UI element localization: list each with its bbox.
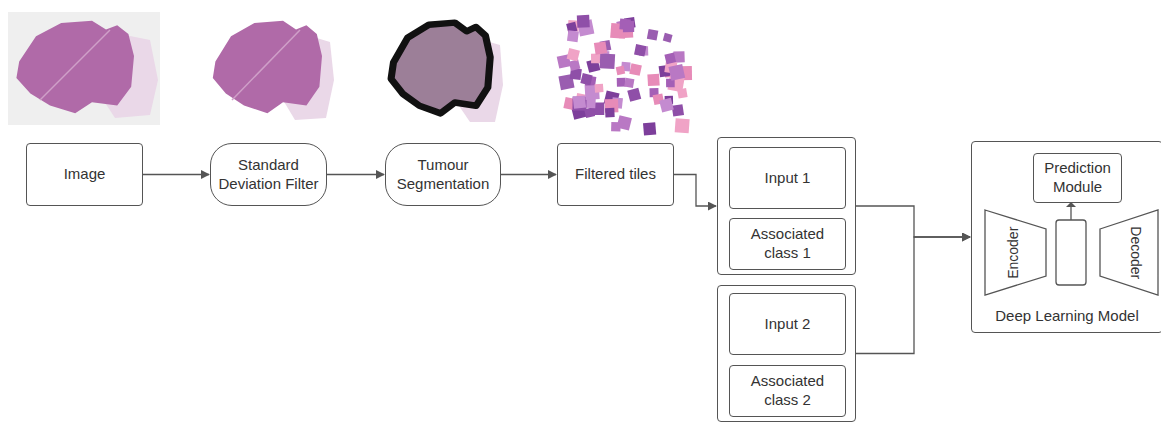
image-tile <box>580 73 592 85</box>
latent-arrow-line <box>1070 206 1071 220</box>
image-tile <box>675 118 690 133</box>
input-group: Input 2 Associated class 2 <box>717 285 856 422</box>
image-tile <box>659 98 674 113</box>
node-label: Associated class 2 <box>730 372 845 410</box>
node-label: Tumour Segmentation <box>386 156 500 194</box>
image-tile <box>616 66 626 76</box>
image-tile <box>677 88 688 99</box>
image-tile <box>595 84 604 93</box>
model-box: Deep Learning Model Prediction ModuleEnco… <box>971 141 1161 333</box>
image-tile <box>629 63 642 76</box>
image-tile <box>663 33 673 43</box>
class-box: Associated class 2 <box>729 365 846 417</box>
input-box: Input 2 <box>729 293 846 355</box>
image-tile <box>599 53 615 69</box>
connector-arrow <box>674 175 716 207</box>
input-box: Input 1 <box>729 147 846 209</box>
image-tile <box>624 78 634 88</box>
node-label: Input 2 <box>759 315 817 334</box>
input-group: Input 1 Associated class 1 <box>717 137 856 275</box>
rotated-label: Decoder <box>1126 226 1144 279</box>
node-label: Deep Learning Model <box>972 307 1161 326</box>
trapezoid-shape <box>1100 210 1158 295</box>
image-tile <box>668 64 685 81</box>
connector-arrow <box>856 237 970 354</box>
node-label: Prediction Module <box>1034 159 1121 197</box>
image-tile <box>672 104 684 116</box>
tile-collage <box>557 15 692 136</box>
latent-box <box>1056 220 1086 285</box>
connector-arrow <box>327 174 384 175</box>
tissue-section <box>16 21 134 113</box>
image-tile <box>623 21 634 32</box>
tissue-crack <box>40 30 110 100</box>
node-label: Associated class 1 <box>730 225 845 263</box>
tumour-outline <box>391 23 490 114</box>
process-pill: Tumour Segmentation <box>385 143 501 206</box>
segmentation-thumbnail <box>391 23 503 122</box>
image-tile <box>634 44 646 56</box>
image-tile <box>573 95 586 108</box>
connector-arrow <box>143 174 209 175</box>
class-box: Associated class 1 <box>729 218 846 270</box>
image-tile <box>647 74 659 86</box>
encoder-trapezoid: Encoder <box>984 209 1047 296</box>
filtered-thumbnail <box>213 21 334 120</box>
trapezoid-shape <box>985 210 1046 295</box>
image-tile <box>577 15 590 28</box>
decoder-trapezoid: Decoder <box>1099 209 1159 296</box>
slide-thumbnail <box>8 12 160 125</box>
node-label: Input 1 <box>759 169 817 188</box>
prediction-box: Prediction Module <box>1033 153 1122 203</box>
image-tile <box>569 59 581 71</box>
image-tile <box>567 48 580 61</box>
image-tile <box>605 108 615 118</box>
tissue-section <box>213 21 322 113</box>
node-label: Standard Deviation Filter <box>211 156 326 194</box>
image-tile <box>664 53 676 65</box>
image-tile <box>591 54 601 64</box>
slide-background <box>8 12 160 125</box>
image-tile <box>567 30 579 42</box>
image-tile <box>627 88 641 102</box>
tissue-crack <box>232 30 300 100</box>
image-tile <box>617 115 632 130</box>
process-box: Image <box>26 143 143 206</box>
image-tile <box>647 29 659 41</box>
node-label: Filtered tiles <box>569 165 662 184</box>
process-pill: Standard Deviation Filter <box>210 143 327 206</box>
connector-arrow <box>501 174 556 175</box>
image-tile <box>594 41 607 54</box>
process-box: Filtered tiles <box>557 143 674 206</box>
connector-arrow <box>856 206 970 237</box>
rotated-label: Encoder <box>1005 226 1023 278</box>
image-tile <box>643 122 656 135</box>
node-label: Image <box>58 165 112 184</box>
